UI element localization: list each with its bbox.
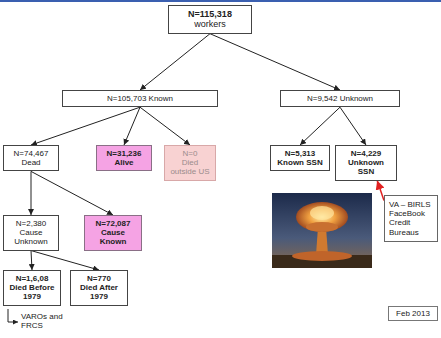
node-text: N=1,6,08 [16,274,49,283]
node-text: N=31,236 [107,149,142,158]
header-rule [0,0,441,2]
highlight-box: N=31,236Alive [96,145,152,171]
connector-arrow [210,34,340,90]
date-stamp: Feb 2013 [388,306,438,321]
node-text: Unknown SSN [339,158,393,176]
count-box: N=4,229Unknown SSN [335,145,397,181]
node-text: Known SSN [277,158,322,167]
node-text: Feb 2013 [396,309,430,318]
group-box: N=105,703 Known [62,90,218,107]
greyed-box: N=0Died outside US [164,145,216,181]
connector-arrow [340,107,366,145]
count-box: N=74,467Dead [3,145,59,171]
node-text: Died outside US [168,158,212,176]
highlight-box: N=72,087Cause Known [84,215,142,251]
node-text: N=115,318 [188,9,232,19]
count-box: N=1,6,08Died Before 1979 [3,270,61,306]
node-text: N=0 [183,149,198,158]
node-text: N=2,380 [16,219,46,228]
node-text: VA – BIRLS [389,200,431,209]
node-text: Cause Unknown [7,228,55,246]
node-text: N=5,313 [285,149,315,158]
connector-arrow [31,251,99,270]
connector-arrow [124,107,140,145]
node-text: N=770 [87,274,111,283]
root-box: N=115,318workers [168,5,252,34]
node-text: FaceBook [389,209,425,218]
count-box: N=2,380Cause Unknown [3,215,59,251]
node-text: workers [194,19,226,29]
leader-line [8,309,18,322]
node-text: N=72,087 [96,219,131,228]
count-box: N=770Died After 1979 [70,270,128,306]
connector-arrow [140,34,210,90]
node-text: N=105,703 Known [107,94,173,103]
connector-arrow [31,251,32,270]
node-text: N=9,542 Unknown [307,94,373,103]
connector-arrow [140,107,190,145]
node-text: N=4,229 [351,149,381,158]
connector-arrow [31,171,32,215]
connector-arrow [377,181,384,201]
group-box: N=9,542 Unknown [280,90,400,107]
node-text: Died After 1979 [74,283,124,301]
connector-arrow [31,171,113,215]
node-text: Alive [114,158,133,167]
count-box: N=5,313Known SSN [270,145,330,171]
node-text: Dead [21,158,40,167]
note-label: VAROs and FRCS [21,312,71,330]
explosion-photo [272,193,372,268]
node-text: N=74,467 [14,149,49,158]
node-text: Died Before 1979 [7,283,57,301]
node-text: Credit Bureaus [389,218,433,236]
connector-arrow [31,107,140,145]
connector-arrow [300,107,340,145]
source-callout: VA – BIRLSFaceBookCredit Bureaus [384,195,438,242]
node-text: Cause Known [88,228,138,246]
